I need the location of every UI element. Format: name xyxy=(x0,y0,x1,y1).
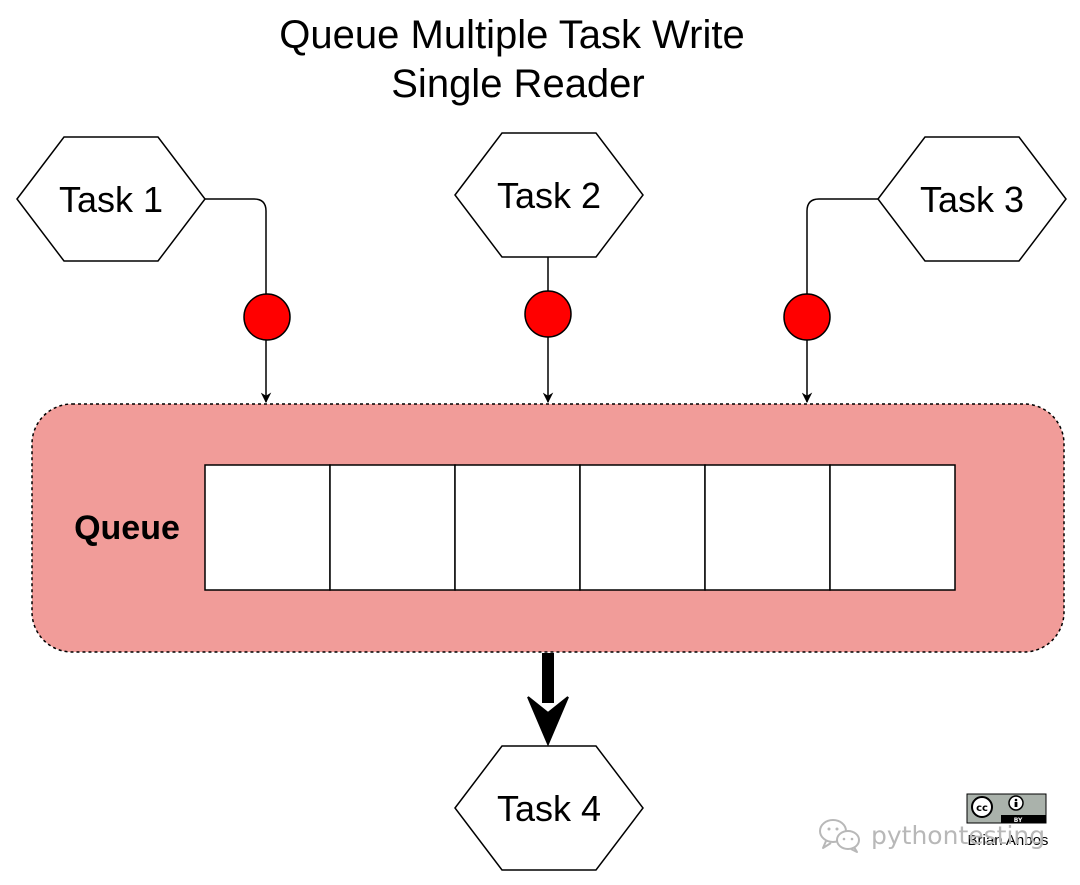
task-1-connector xyxy=(205,198,272,404)
diagram-title: Queue Multiple Task Write Single Reader xyxy=(279,13,744,106)
reader-arrow xyxy=(527,653,569,747)
reader-arrow-shaft xyxy=(542,653,554,703)
task-3-write-marker xyxy=(783,293,831,341)
cc-icon-label: cc xyxy=(976,803,988,814)
task-3-connector xyxy=(801,198,878,404)
queue-slot xyxy=(704,464,831,591)
task-2-hexagon xyxy=(454,132,644,258)
task-1-node: Task 1 xyxy=(16,136,206,262)
queue-slot xyxy=(329,464,456,591)
queue-slot xyxy=(829,464,956,591)
attribution-icon-body xyxy=(1014,802,1018,807)
watermark-text: pythontesting xyxy=(871,821,1045,850)
task-3-hexagon xyxy=(877,136,1067,262)
attribution-icon-head xyxy=(1014,798,1018,802)
queue-slot xyxy=(579,464,706,591)
queue-slots xyxy=(204,464,956,591)
title-line-2: Single Reader xyxy=(391,62,645,106)
task-2-node: Task 2 xyxy=(454,132,644,258)
task-4-node: Task 4 xyxy=(454,745,644,871)
reader-arrow-head xyxy=(527,696,569,747)
cc-by-label: BY xyxy=(1014,817,1023,824)
wechat-icon xyxy=(819,819,860,853)
watermark: pythontesting xyxy=(819,819,1045,853)
task-4-label: Task 4 xyxy=(497,788,601,829)
title-line-1: Queue Multiple Task Write xyxy=(279,13,744,57)
license-author: Brian Anbos xyxy=(968,832,1049,849)
task-4-hexagon xyxy=(454,745,644,871)
task-3-node: Task 3 xyxy=(877,136,1067,262)
task-3-label: Task 3 xyxy=(920,179,1024,220)
task-2-write-marker xyxy=(524,290,572,338)
task-1-label: Task 1 xyxy=(59,179,163,220)
cc-by-license-badge: cc BY Brian Anbos xyxy=(966,793,1049,849)
queue-label: Queue xyxy=(74,509,180,547)
cc-icon xyxy=(971,796,993,818)
queue-slot xyxy=(454,464,581,591)
cc-badge-strip xyxy=(1001,815,1046,823)
task-1-write-marker xyxy=(243,293,291,341)
task-2-label: Task 2 xyxy=(497,175,601,216)
queue-slot xyxy=(204,464,331,591)
